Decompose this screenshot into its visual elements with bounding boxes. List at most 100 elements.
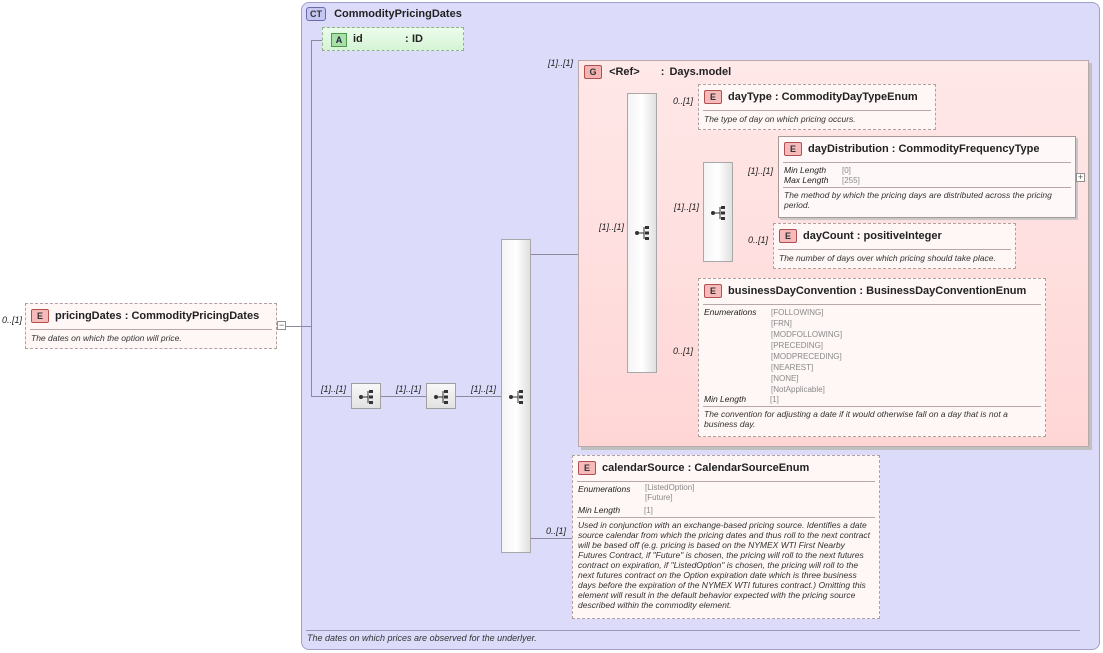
element-name: dayCount [803, 230, 854, 242]
enum-value: [FRN] [771, 319, 792, 328]
attribute-id-box[interactable]: A id : ID [322, 27, 464, 51]
element-divider [783, 187, 1071, 188]
element-cardinality: [1]..[1] [748, 166, 774, 176]
element-name: dayDistribution [808, 143, 889, 155]
element-badge: E [578, 461, 596, 475]
facet-value: [1] [770, 395, 779, 404]
type-separator: : [774, 91, 779, 103]
sequence-cardinality: [1]..[1] [674, 202, 700, 212]
element-badge: E [31, 309, 49, 323]
sequence-icon [359, 390, 373, 404]
group-badge: G [584, 65, 602, 79]
element-type: CommodityDayTypeEnum [781, 91, 918, 103]
element-doc: The convention for adjusting a date if i… [704, 409, 1008, 429]
attribute-name: id [353, 33, 363, 45]
element-doc: The type of day on which pricing occurs. [704, 114, 856, 124]
element-divider [577, 517, 875, 518]
sequence-compositor[interactable] [426, 383, 456, 409]
collapse-toggle[interactable]: − [277, 320, 286, 330]
complex-type-header: CT CommodityPricingDates [306, 7, 462, 21]
element-doc: The method by which the pricing days are… [784, 190, 1052, 210]
facet-label: Max Length [784, 175, 829, 185]
element-name: dayType [728, 91, 772, 103]
type-separator: : [124, 310, 129, 322]
sequence-icon [434, 390, 448, 404]
element-divider [703, 406, 1041, 407]
type-separator: : [856, 230, 861, 242]
element-cardinality: 0..[1] [673, 346, 694, 356]
sequence-icon [635, 226, 649, 240]
sequence-compositor[interactable] [501, 239, 531, 553]
group-name: Days.model [669, 66, 732, 78]
element-badge: E [704, 284, 722, 298]
element-divider [30, 329, 272, 330]
enum-value: [MODFOLLOWING] [771, 330, 843, 339]
element-cardinality: 0..[1] [673, 96, 694, 106]
element-divider [778, 249, 1011, 250]
enum-value: [NotApplicable] [771, 385, 825, 394]
facet-label: Min Length [704, 394, 747, 404]
root-element-type: CommodityPricingDates [131, 310, 260, 322]
element-divider [783, 162, 1071, 163]
type-separator: : [660, 66, 665, 78]
connector-line [281, 326, 311, 327]
facet-value: [1] [644, 506, 653, 515]
complex-type-name: CommodityPricingDates [334, 8, 462, 21]
element-divider [703, 304, 1041, 305]
group-cardinality: [1]..[1] [548, 58, 574, 68]
facet-label: Enumerations [704, 307, 757, 317]
element-cardinality: 0..[1] [546, 526, 567, 536]
sequence-icon [711, 206, 725, 220]
enumeration-values: [FOLLOWING] [FRN] [MODFOLLOWING] [PRECED… [771, 307, 842, 395]
sequence-cardinality: [1]..[1] [599, 222, 625, 232]
expand-toggle[interactable]: + [1076, 172, 1085, 182]
connector-line [531, 254, 578, 255]
element-divider [703, 110, 931, 111]
element-badge: E [784, 142, 802, 156]
facet-label: Min Length [784, 165, 827, 175]
facet-value: [255] [842, 176, 860, 185]
element-type: CalendarSourceEnum [694, 462, 810, 474]
element-divider [577, 481, 875, 482]
facet-label: Enumerations [578, 484, 631, 494]
enum-value: [NONE] [771, 374, 799, 383]
element-name: calendarSource [602, 462, 685, 474]
connector-line [311, 396, 351, 397]
connector-line [311, 40, 323, 41]
complex-type-divider [306, 630, 1080, 631]
type-separator: : [687, 462, 692, 474]
group-header: G <Ref> : Days.model [584, 65, 731, 79]
enumeration-values: [ListedOption] [Future] [645, 483, 694, 503]
type-separator: : [859, 285, 864, 297]
attribute-badge: A [331, 33, 347, 47]
root-element-name: pricingDates [55, 310, 122, 322]
facet-list: Enumerations [704, 307, 770, 318]
enum-value: [Future] [645, 493, 673, 502]
facet-list: Min Length [1] [704, 394, 779, 405]
facet-list: Enumerations [578, 484, 644, 495]
element-cardinality: 0..[1] [748, 235, 769, 245]
sequence-compositor[interactable] [351, 383, 381, 409]
element-type: CommodityFrequencyType [898, 143, 1040, 155]
connector-line [531, 538, 572, 539]
sequence-cardinality: [1]..[1] [396, 384, 422, 394]
complex-type-badge: CT [306, 7, 326, 21]
sequence-compositor[interactable] [703, 162, 733, 262]
sequence-compositor[interactable] [627, 93, 657, 373]
facet-value: [0] [842, 166, 851, 175]
attribute-type: ID [412, 33, 423, 45]
sequence-cardinality: [1]..[1] [321, 384, 347, 394]
element-doc: The number of days over which pricing sh… [779, 253, 996, 263]
